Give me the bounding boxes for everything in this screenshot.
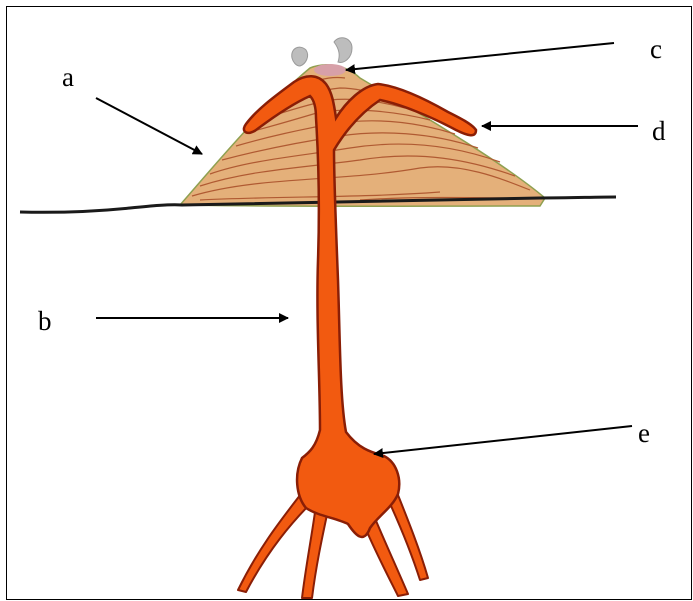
arrow-c	[346, 43, 614, 70]
label-e: e	[638, 420, 650, 447]
label-b: b	[38, 308, 52, 335]
label-a: a	[62, 64, 74, 91]
seed-husk	[292, 38, 352, 76]
soil-mound	[180, 65, 545, 206]
arrow-a	[96, 98, 202, 154]
label-d: d	[652, 118, 666, 145]
arrow-e	[374, 426, 632, 454]
label-c: c	[650, 36, 662, 63]
